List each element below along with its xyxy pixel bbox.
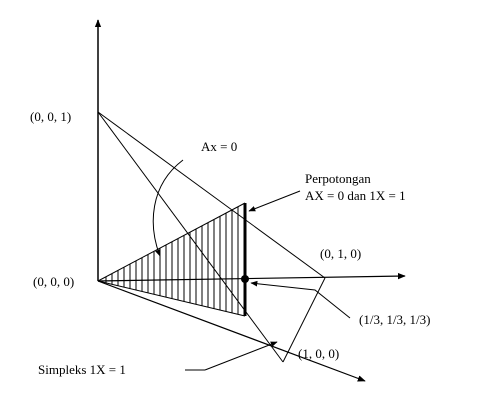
label-point-010: (0, 1, 0): [320, 246, 361, 261]
intersection-leader-arrow: [248, 190, 301, 212]
centroid-point: [241, 275, 249, 283]
centroid-leader-arrow: [250, 280, 351, 319]
y-axis: [97, 272, 406, 282]
edge-001-010: [97, 111, 326, 279]
label-centroid: (1/3, 1/3, 1/3): [359, 312, 431, 327]
label-intersection-line1: Perpotongan: [305, 171, 371, 186]
label-point-100: (1, 0, 0): [298, 346, 339, 361]
simplex-leader-arrow: [204, 341, 278, 371]
label-point-000: (0, 0, 0): [33, 274, 74, 289]
label-intersection-line2: AX = 0 dan 1X = 1: [305, 188, 406, 203]
label-plane-ax0: Ax = 0: [201, 139, 237, 154]
x-axis: [97, 280, 366, 382]
ax0-curved-arrow: [152, 159, 184, 257]
label-simplex: Simpleks 1X = 1: [38, 362, 126, 377]
label-point-001: (0, 0, 1): [30, 109, 71, 124]
